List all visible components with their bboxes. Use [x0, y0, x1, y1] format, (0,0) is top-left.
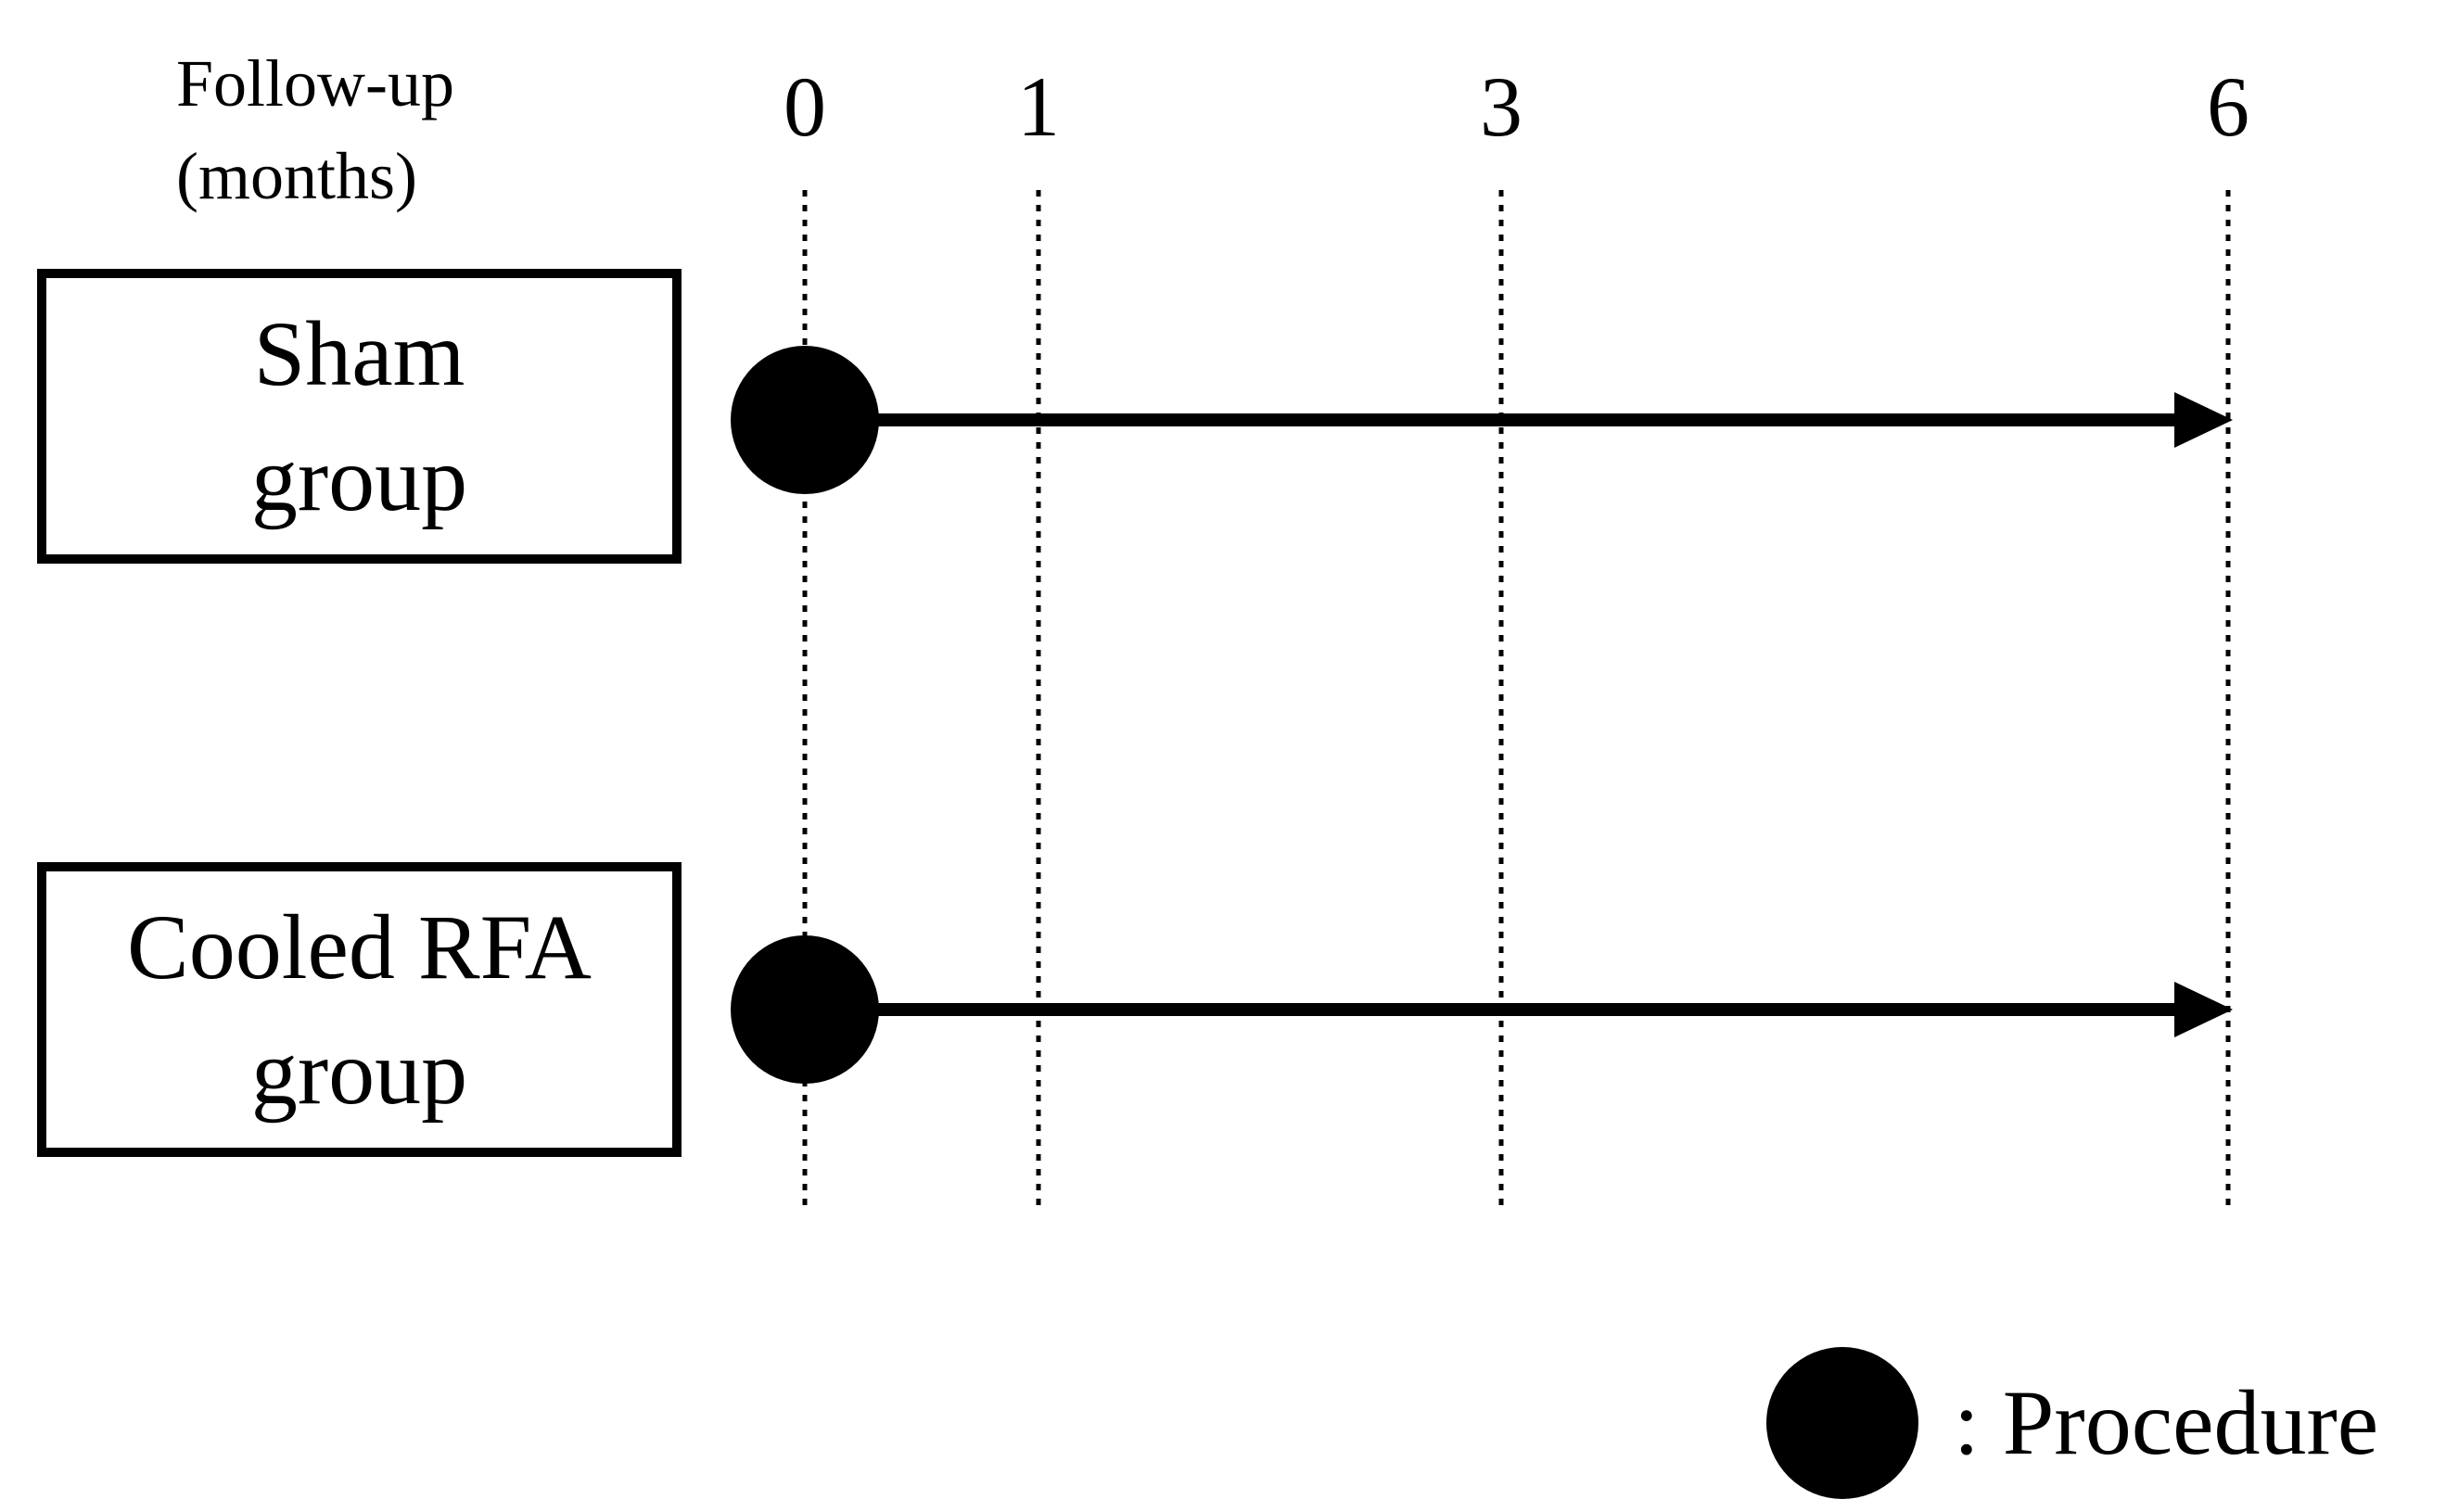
- tick-label-month-0: 0: [784, 59, 826, 154]
- tick-label-month-6: 6: [2207, 59, 2249, 154]
- procedure-dot-icon: [1766, 1347, 1918, 1499]
- legend-label: : Procedure: [1954, 1371, 2379, 1474]
- cooled-rfa-group-box: Cooled RFA group: [37, 862, 682, 1157]
- sham-group-box: Sham group: [37, 269, 682, 564]
- timeline-header: Follow-up (months): [176, 37, 454, 222]
- tick-label-month-3: 3: [1480, 59, 1523, 154]
- sham-group-label-line1: Sham: [253, 302, 465, 405]
- sham-group-label-line2: group: [250, 427, 468, 530]
- tick-label-month-1: 1: [1017, 59, 1060, 154]
- cooled-rfa-arrowhead-icon: [2174, 982, 2233, 1037]
- cooled-rfa-group-label-line1: Cooled RFA: [127, 896, 592, 998]
- cooled-rfa-procedure-marker: [731, 935, 879, 1084]
- timeline-header-line2: (months): [176, 139, 417, 213]
- legend: : Procedure: [1766, 1344, 2378, 1502]
- sham-arrowhead-icon: [2174, 392, 2233, 448]
- timeline-header-line1: Follow-up: [176, 46, 455, 121]
- sham-procedure-marker: [731, 346, 879, 494]
- cooled-rfa-group-label-line2: group: [250, 1021, 468, 1124]
